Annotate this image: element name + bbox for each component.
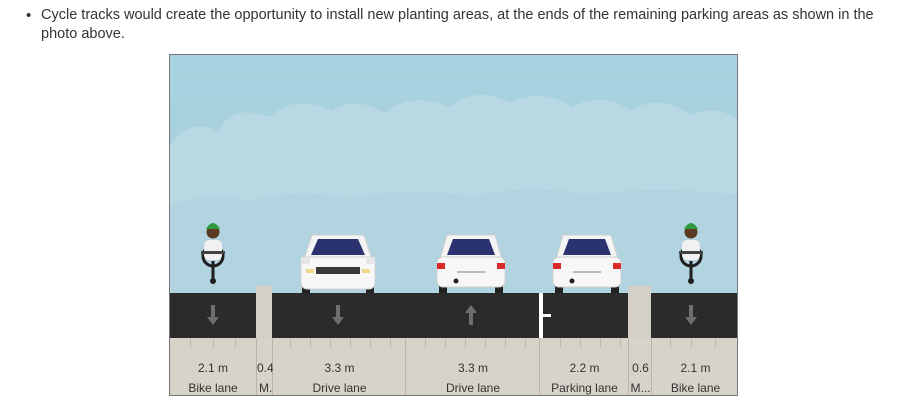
median-right [628, 286, 651, 339]
segment-width-median-left: 0.4 [257, 361, 273, 375]
cyclist-right [679, 223, 703, 284]
arrow-up-icon [465, 305, 477, 325]
segment-width-bike-lane-left: 2.1 m [197, 361, 228, 375]
bullet-dot: • [26, 7, 32, 24]
cyclist-left [201, 223, 225, 284]
segment-width-parking-lane: 2.2 m [569, 361, 600, 375]
segment-name-bike-lane-left: Bike lane [188, 381, 238, 395]
segment-width-drive-lane-2: 3.3 m [457, 361, 488, 375]
segment-name-bike-lane-right: Bike lane [670, 381, 721, 395]
street-section-figure: 2.1 m Bike lane 0.4 M. 3.3 m Drive lane … [169, 54, 738, 396]
arrow-down-icon [207, 305, 219, 325]
segment-name-drive-lane-2: Drive lane [445, 381, 501, 395]
road-main [272, 293, 628, 338]
segment-name-drive-lane-1: Drive lane [312, 381, 367, 395]
arrow-down-icon [332, 305, 344, 325]
arrow-down-icon [685, 305, 697, 325]
label-band [170, 338, 737, 395]
segment-width-median-right: 0.6 [632, 361, 649, 375]
segment-name-median-right: M... [630, 381, 651, 395]
segment-width-bike-lane-right: 2.1 m [680, 361, 711, 375]
car-rear-view-1 [436, 234, 506, 295]
road-bike-lane-right [651, 293, 737, 338]
car-rear-view-2 [552, 234, 622, 295]
bullet-text: Cycle tracks would create the opportunit… [41, 7, 874, 42]
car-front-view [300, 234, 376, 295]
segment-name-median-left: M. [259, 381, 273, 395]
segment-name-parking-lane: Parking lane [551, 381, 618, 395]
segment-separators [256, 338, 652, 395]
ruler-ticks [190, 338, 716, 348]
street-section-illustration [170, 55, 737, 395]
segment-width-drive-lane-1: 3.3 m [324, 361, 355, 375]
median-left [256, 286, 272, 339]
